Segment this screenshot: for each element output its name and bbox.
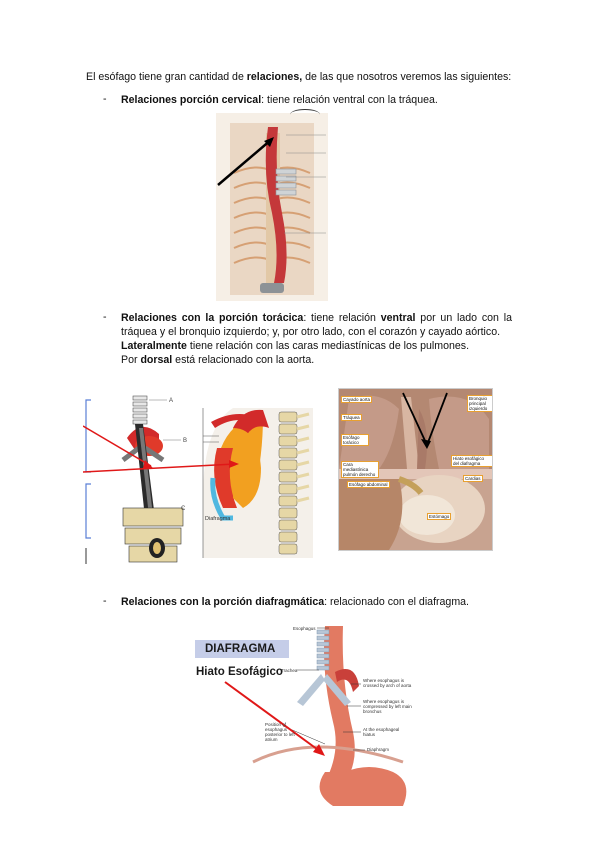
label-a: A xyxy=(169,398,173,404)
figure-thoracic-photo: Cayado aorta Tráquea Esófago torácico Ca… xyxy=(338,388,493,551)
intro-text-end: de las que nosotros veremos las siguient… xyxy=(302,71,512,83)
photo-label-cara-mediastinica: Cara mediastínica pulmón derecho xyxy=(341,461,379,478)
label-diafragma: Diafragma xyxy=(205,516,231,522)
toracica-lateral-text: tiene relación con las caras mediastínic… xyxy=(186,340,470,352)
section-cervical: Relaciones porción cervical: tiene relac… xyxy=(121,93,438,107)
bullet-diafragma: - xyxy=(103,595,107,607)
photo-label-esofago-toracico: Esófago torácico xyxy=(341,434,369,446)
banner-diafragma: DIAFRAGMA xyxy=(195,640,289,658)
fig3-label-bronchus: Where esophagus is compressed by left ma… xyxy=(363,699,412,714)
section-diafragma: Relaciones con la porción diafragmática:… xyxy=(121,595,469,609)
photo-label-hiato: Hiato esofágico del diafragma xyxy=(451,455,492,467)
section-toracica-line2: tráquea y el bronquio izquierdo; y, por … xyxy=(121,326,501,338)
bullet-toracica: - xyxy=(103,311,107,323)
toracica-dorsal: dorsal xyxy=(140,354,173,366)
photo-label-bronquio: Bronquio principal izquierdo xyxy=(467,395,492,412)
toracica-ventral: ventral xyxy=(380,312,416,324)
figure-diaphragm-hiatus: DIAFRAGMA Hiato Esofágico Esophagus Trac… xyxy=(193,622,415,810)
fig3-label-trachea: Trachea xyxy=(281,668,298,673)
fig3-label-diaphragm: Diaphragm xyxy=(367,747,390,752)
intro-bold: relaciones, xyxy=(246,71,303,83)
bullet-cervical: - xyxy=(103,93,107,105)
subtitle-hiato: Hiato Esofágico xyxy=(196,666,283,678)
figure-cervical-esophagus xyxy=(216,113,328,301)
section-cervical-heading: Relaciones porción cervical xyxy=(121,94,262,106)
figure-cervical-top-mark xyxy=(290,109,320,120)
photo-label-cardias: Cardias xyxy=(463,475,483,482)
label-b: B xyxy=(183,438,187,444)
fig3-label-esophagus: Esophagus xyxy=(293,626,316,631)
toracica-por: Por xyxy=(121,354,141,366)
photo-label-traquea: Tráquea xyxy=(341,414,362,421)
section-toracica-line1: Relaciones con la porción torácica: tien… xyxy=(121,311,512,325)
section-diafragma-text: : relacionado con el diafragma. xyxy=(324,596,469,608)
label-c: C xyxy=(181,506,186,512)
toracica-text-c: por un lado con la xyxy=(415,312,512,324)
section-toracica-line4: Por dorsal está relacionado con la aorta… xyxy=(121,353,314,367)
toracica-text-a: : tiene relación xyxy=(303,312,381,324)
photo-label-cayado: Cayado aorta xyxy=(341,396,373,403)
toracica-dorsal-text: está relacionado con la aorta. xyxy=(172,354,315,366)
section-cervical-text: : tiene relación ventral con la tráquea. xyxy=(261,94,438,106)
fig3-label-arch: Where esophagus is crossed by arch of ao… xyxy=(363,678,412,688)
photo-label-estomago: Estómago xyxy=(427,513,452,520)
intro-text: El esófago tiene gran cantidad de xyxy=(86,71,247,83)
section-toracica-heading: Relaciones con la porción torácica xyxy=(121,312,304,324)
intro-paragraph: El esófago tiene gran cantidad de relaci… xyxy=(86,70,511,84)
photo-label-esofago-abdominal: Esófago abdominal xyxy=(347,481,390,488)
fig3-label-hiatus: At the esophageal hiatus xyxy=(363,727,400,737)
figure-thoracic-schematic: A B C Diafragma xyxy=(83,388,319,566)
toracica-lateralmente: Lateralmente xyxy=(121,340,187,352)
section-diafragma-heading: Relaciones con la porción diafragmática xyxy=(121,596,325,608)
section-toracica-line3: Lateralmente tiene relación con las cara… xyxy=(121,339,469,353)
fig3-label-posterior: Position of esophagus posterior to left … xyxy=(265,722,295,742)
cervical-illustration xyxy=(216,113,328,301)
